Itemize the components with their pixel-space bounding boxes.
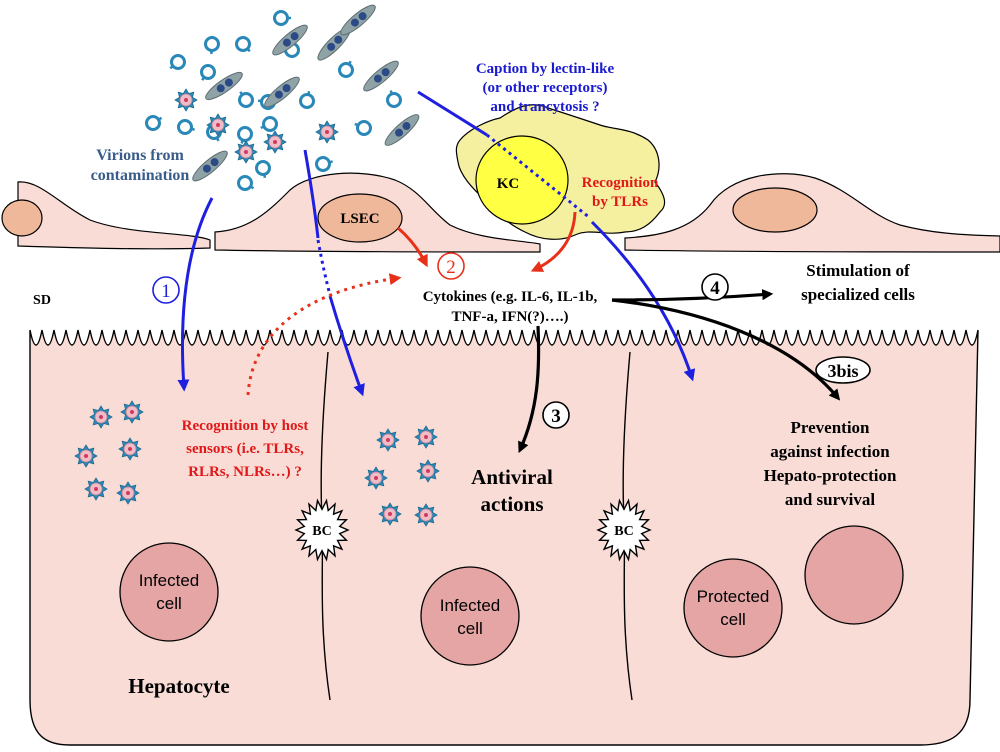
virion-rod <box>360 57 401 94</box>
infectious-virion <box>85 478 107 500</box>
virion-particle <box>206 38 219 54</box>
virion-particle <box>239 128 252 144</box>
virion-particle <box>261 118 277 131</box>
step-2-marker: 2 <box>438 253 464 279</box>
cytokines-label-2: TNF-a, IFN(?)….) <box>451 309 568 325</box>
infectious-virion <box>119 438 141 460</box>
infectious-virion <box>121 401 143 423</box>
sd-label: SD <box>33 293 51 308</box>
kc-nucleus <box>476 136 568 224</box>
infectious-virion <box>415 426 437 448</box>
infected-cell-label-left-1: Infected <box>139 571 200 590</box>
infectious-virion <box>235 141 257 163</box>
virion-rod <box>382 111 423 149</box>
step-3bis-label: 3bis <box>827 361 858 381</box>
infectious-virion <box>175 89 197 111</box>
virion-particle <box>340 61 353 76</box>
step-3-label: 3 <box>551 406 561 427</box>
infectious-virion <box>365 467 387 489</box>
caption-label-1: Caption by lectin-like <box>476 61 615 77</box>
arrow-cytokines-to-stimulation <box>612 294 770 300</box>
infectious-virion <box>117 482 139 504</box>
virion-particle <box>239 177 254 190</box>
caption-label-3: and trancytosis ? <box>490 99 599 115</box>
lsec-label: LSEC <box>340 211 379 227</box>
infectious-virion <box>417 460 439 482</box>
prevention-label-3: Hepato-protection <box>764 466 897 485</box>
step-4-marker: 4 <box>702 274 728 300</box>
virion-rod <box>189 147 230 184</box>
stimulation-label-1: Stimulation of <box>806 261 910 280</box>
recognition-tlrs-label-1: Recognition <box>582 175 659 191</box>
arrow-caption-line <box>418 92 487 135</box>
step-3bis-marker: 3bis <box>816 357 870 383</box>
endothelial-nucleus-right <box>733 188 817 232</box>
caption-label-2: (or other receptors) <box>483 80 608 96</box>
virion-particle <box>202 66 215 81</box>
virion-particle <box>240 92 253 107</box>
virion-particle <box>179 121 195 134</box>
virion-particle <box>317 158 333 171</box>
infected-cell-label-left-2: cell <box>156 594 182 613</box>
infectious-virion <box>379 503 401 525</box>
bc-label-right: BC <box>614 524 633 539</box>
cytokines-label-1: Cytokines (e.g. IL-6, IL-1b, <box>423 289 598 305</box>
bc-label-left: BC <box>312 524 331 539</box>
infected-cell-label-center-2: cell <box>457 619 483 638</box>
infected-nucleus-center <box>421 567 519 665</box>
kc-label: KC <box>497 176 520 192</box>
virion-particle <box>170 56 184 69</box>
virions-label-1: Virions from <box>96 147 184 164</box>
prevention-label-2: against infection <box>770 442 890 461</box>
step-2-label: 2 <box>446 257 456 278</box>
protected-nucleus <box>684 559 782 657</box>
virion-rod <box>261 73 302 110</box>
endothelial-nucleus-left <box>2 200 42 236</box>
step-1-label: 1 <box>161 281 171 302</box>
virions-label-2: contamination <box>91 167 190 184</box>
infected-nucleus-left <box>120 543 218 641</box>
infectious-virion <box>316 121 338 143</box>
nucleus-right <box>805 526 903 624</box>
virion-particle <box>275 12 292 25</box>
antiviral-label-1: Antiviral <box>471 465 553 489</box>
antiviral-label-2: actions <box>481 492 544 516</box>
step-3-marker: 3 <box>543 402 569 428</box>
virion-particle <box>147 117 162 130</box>
virion-rod <box>337 1 378 38</box>
virion-particle <box>301 91 314 107</box>
infectious-virion <box>264 131 286 153</box>
endothelial-cell-left <box>18 182 210 249</box>
stimulation-label-2: specialized cells <box>801 285 915 304</box>
infectious-virion <box>377 429 399 451</box>
recognition-tlrs-label-2: by TLRs <box>592 194 648 210</box>
step-1-marker: 1 <box>153 277 179 303</box>
protected-cell-label-1: Protected <box>697 587 770 606</box>
virion-particle <box>237 38 250 52</box>
prevention-label-1: Prevention <box>790 418 870 437</box>
prevention-label-4: and survival <box>785 490 875 509</box>
host-sensors-label-1: Recognition by host <box>182 418 309 434</box>
protected-cell-label-2: cell <box>720 610 746 629</box>
host-sensors-label-3: RLRs, NLRs…) ? <box>188 464 302 480</box>
virion-particle <box>355 122 371 135</box>
infectious-virion <box>75 445 97 467</box>
infectious-virion <box>415 504 437 526</box>
infectious-virion <box>90 406 112 428</box>
virion-particle <box>388 91 401 107</box>
virion-particle <box>257 162 270 178</box>
step-4-label: 4 <box>710 278 720 299</box>
infectious-virion <box>207 114 229 136</box>
hepatocyte-label: Hepatocyte <box>128 674 229 698</box>
host-sensors-label-2: sensors (i.e. TLRs, <box>186 441 304 457</box>
infected-cell-label-center-1: Infected <box>440 596 501 615</box>
kupffer-cell <box>456 105 664 240</box>
